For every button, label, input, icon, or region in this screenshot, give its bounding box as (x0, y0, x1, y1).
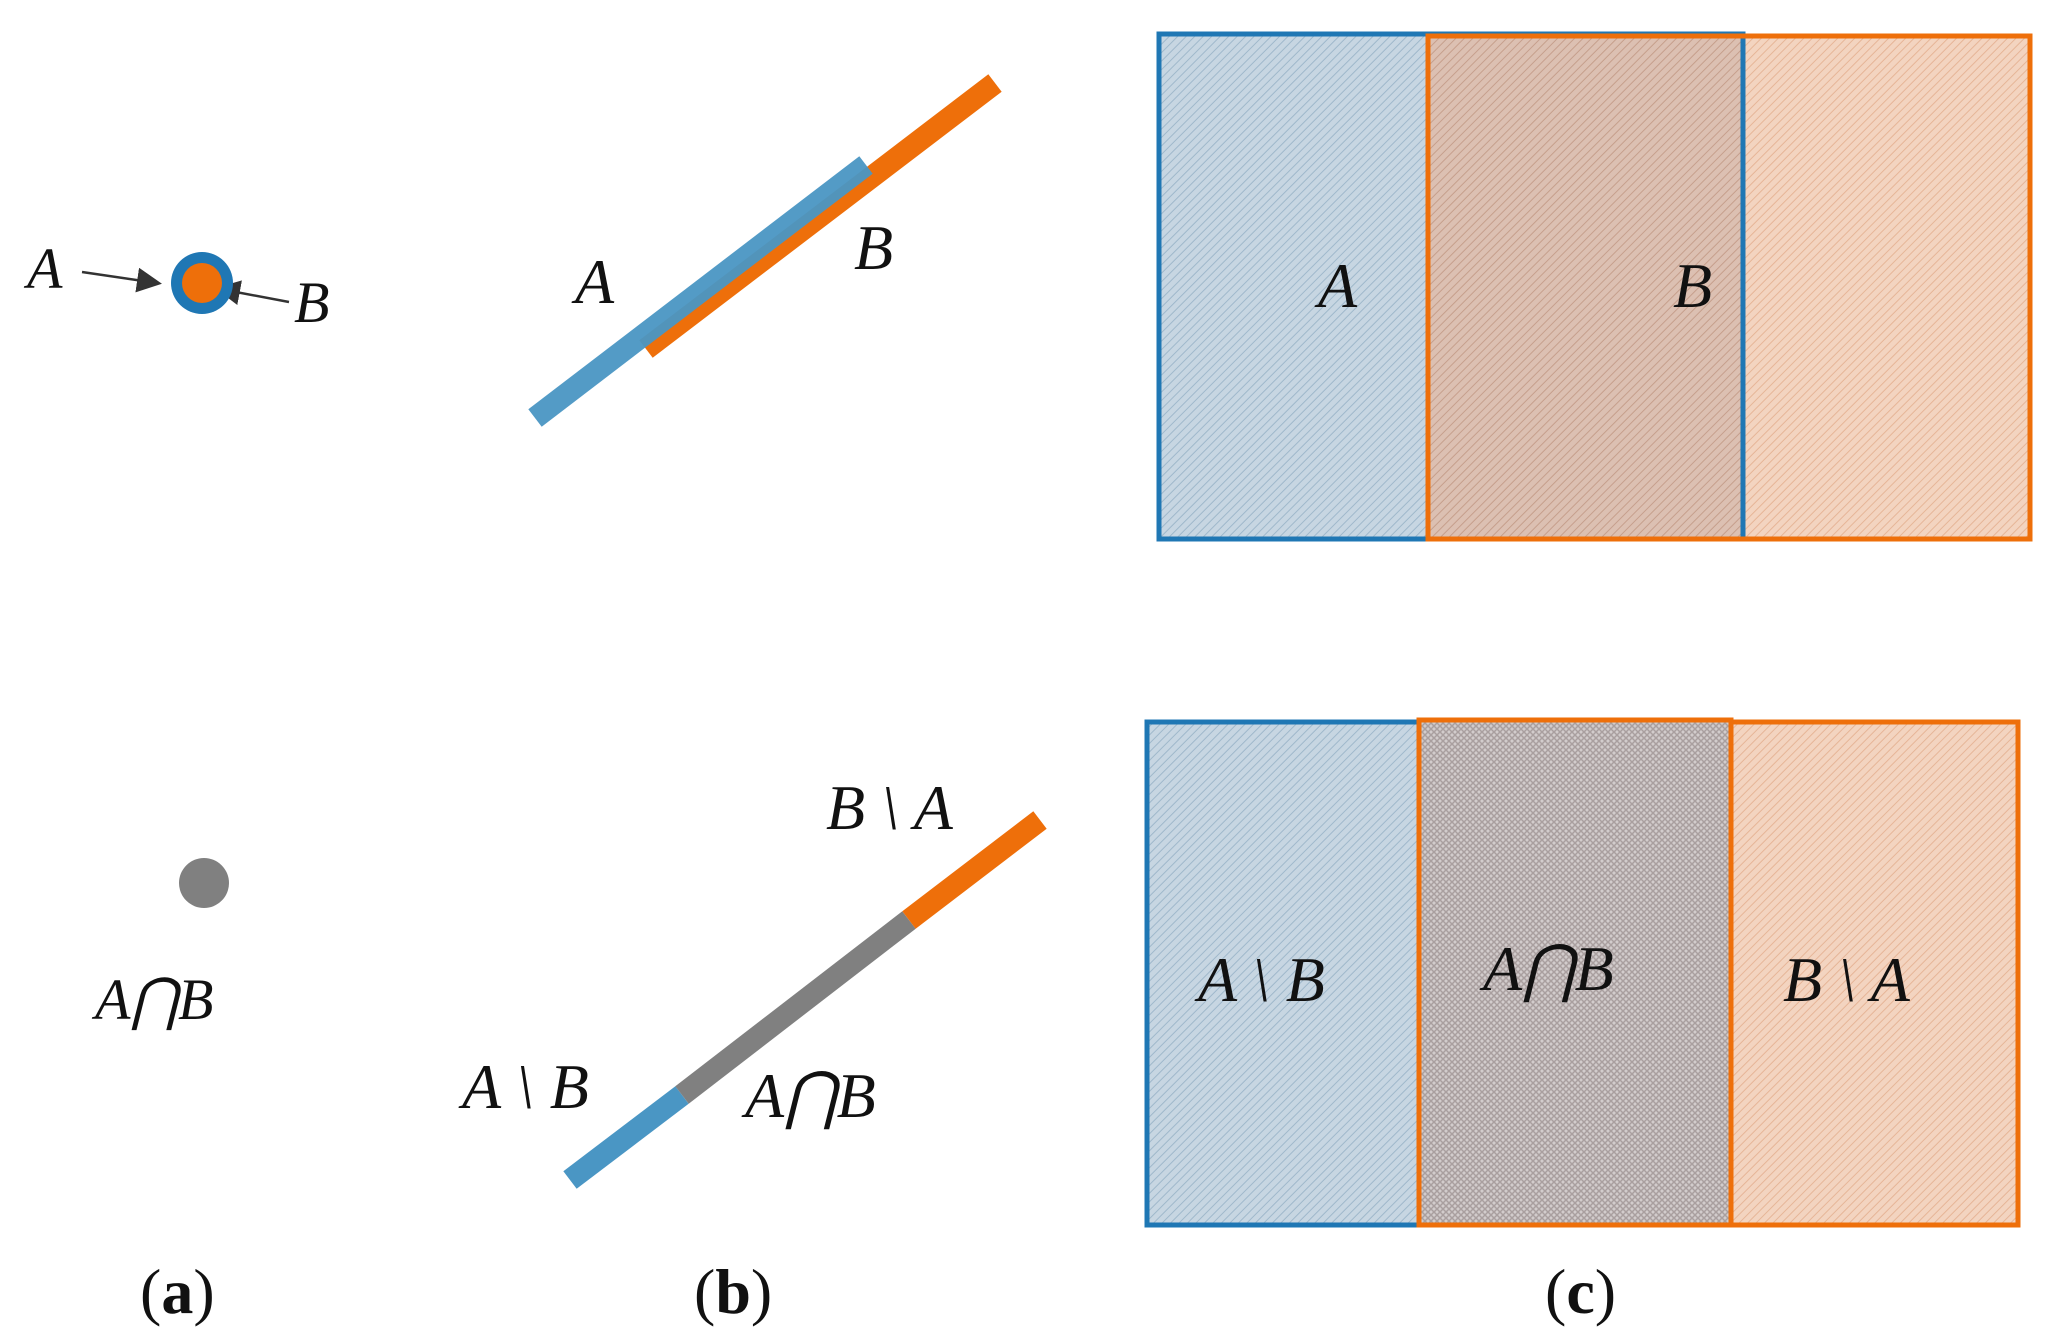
label-a: A (23, 236, 63, 301)
label-a: A (1314, 250, 1358, 321)
panel-c-bottom: A \ B A⋂B B \ A (1144, 717, 2021, 1228)
label-intersection: A⋂B (741, 1060, 876, 1131)
region-a-minus-b (1144, 719, 1422, 1228)
region-b-minus-a (1728, 719, 2021, 1228)
region-a-only (1159, 34, 1428, 539)
segment-b-orange (639, 74, 1002, 358)
segment-a-blue (528, 156, 873, 427)
label-b-minus-a: B \ A (826, 772, 954, 843)
point-b-orange (182, 263, 222, 303)
panel-a-bottom: A⋂B (91, 858, 229, 1032)
label-a: A (571, 246, 615, 317)
panel-a-caption: (a) (140, 1256, 215, 1327)
region-overlap (1428, 34, 1743, 539)
panel-a: A B A⋂B (a) (23, 236, 329, 1327)
panel-c-caption: (c) (1545, 1256, 1616, 1327)
panel-c: A B A \ B A⋂B B \ A (c) (1144, 31, 2033, 1327)
label-b: B (294, 270, 329, 335)
panel-b-top: A B (528, 74, 1002, 427)
segment-intersection (675, 911, 916, 1104)
arrow-a (81, 267, 162, 293)
panel-b-caption: (b) (694, 1256, 772, 1327)
intersection-point (179, 858, 229, 908)
label-a-minus-b: A \ B (458, 1051, 589, 1122)
segment-a-minus-b (563, 1086, 689, 1189)
region-b-only (1743, 34, 2030, 539)
panel-b: A B B \ A A \ B A⋂B (b) (458, 74, 1047, 1327)
panel-c-top: A B (1156, 31, 2033, 542)
label-b: B (1673, 250, 1712, 321)
segment-b-minus-a (902, 811, 1047, 929)
panel-b-bottom: B \ A A \ B A⋂B (458, 772, 1047, 1189)
label-intersection: A⋂B (91, 967, 213, 1032)
label-b: B (854, 212, 893, 283)
label-intersection: A⋂B (1479, 933, 1614, 1004)
label-b-minus-a: B \ A (1783, 944, 1911, 1015)
rect-b-outline (1425, 33, 2033, 542)
label-a-minus-b: A \ B (1194, 944, 1325, 1015)
panel-a-top: A B (23, 236, 329, 335)
